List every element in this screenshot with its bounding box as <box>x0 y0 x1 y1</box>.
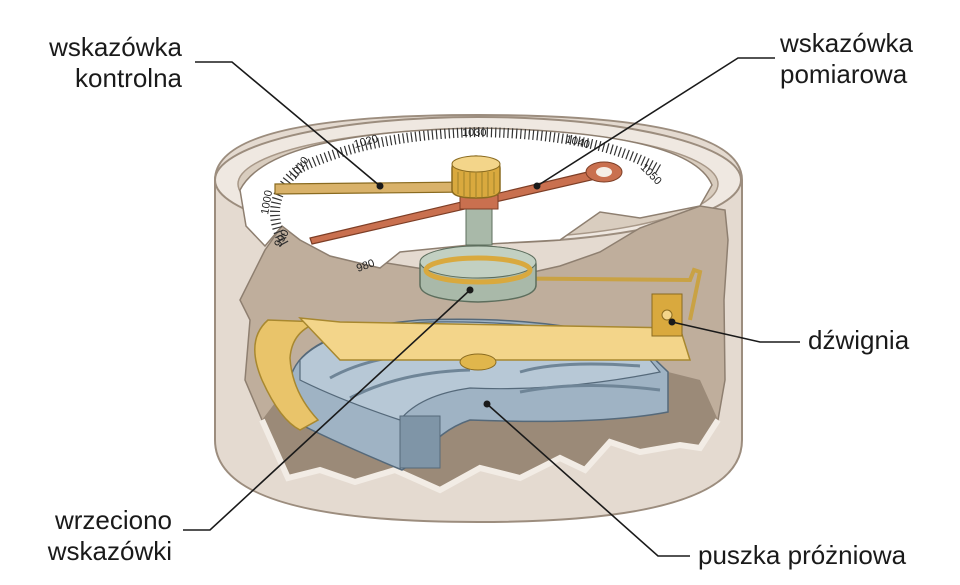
label-control-pointer: wskazówka kontrolna <box>49 32 182 94</box>
leader-spindle <box>183 289 471 531</box>
label-measuring-pointer-line2: pomiarowa <box>780 59 908 89</box>
label-lever-text: dźwignia <box>808 325 910 355</box>
lever-spring-curl <box>254 319 321 431</box>
label-vacuum-capsule: puszka próżniowa <box>698 540 906 571</box>
label-vacuum-capsule-text: puszka próżniowa <box>698 540 907 570</box>
leader-dot-control <box>376 182 384 190</box>
lever-arm <box>298 317 692 361</box>
spindle-shaft <box>465 204 493 246</box>
leader-control-pointer <box>195 61 381 187</box>
label-pointer-spindle-line1: wrzeciono <box>54 505 172 535</box>
lever-link-rod <box>469 267 703 321</box>
spindle-drum-top <box>419 245 537 279</box>
lever-pivot <box>661 309 673 321</box>
tick-label-1030: 1030 <box>462 127 486 139</box>
label-measuring-pointer-line1: wskazówka <box>780 28 913 58</box>
tick-label-1000: 1000 <box>259 189 275 215</box>
label-pointer-spindle-line2: wskazówki <box>47 536 172 566</box>
leader-vacuum-capsule <box>486 403 690 557</box>
leader-dots <box>376 182 676 408</box>
capsule-cut-face <box>399 415 441 469</box>
leader-dot-measuring <box>533 182 541 190</box>
label-control-pointer-line2: kontrolna <box>75 63 182 93</box>
lever-assembly <box>254 267 703 431</box>
spindle-spring-ring <box>423 255 533 285</box>
cutaway-edge <box>259 418 721 494</box>
label-control-pointer-line1: wskazówka <box>49 32 182 62</box>
pointer-knob-top <box>451 155 501 173</box>
tick-label-980: 980 <box>355 257 376 275</box>
lever-hub <box>459 353 497 371</box>
leader-lines <box>183 57 800 557</box>
label-lever: dźwignia <box>808 325 909 356</box>
measuring-pointer-ring-hole <box>596 167 612 177</box>
leader-measuring-pointer <box>536 57 775 187</box>
control-pointer <box>274 181 471 195</box>
label-measuring-pointer: wskazówka pomiarowa <box>780 28 913 90</box>
label-pointer-spindle: wrzeciono wskazówki <box>48 505 172 567</box>
leader-lever <box>671 321 800 343</box>
leader-dot-spindle <box>466 286 474 294</box>
leader-dot-lever <box>668 318 676 326</box>
pointer-spindle-assembly <box>274 155 623 303</box>
leader-dot-capsule <box>483 400 491 408</box>
pointer-knob-knurl <box>457 172 495 198</box>
